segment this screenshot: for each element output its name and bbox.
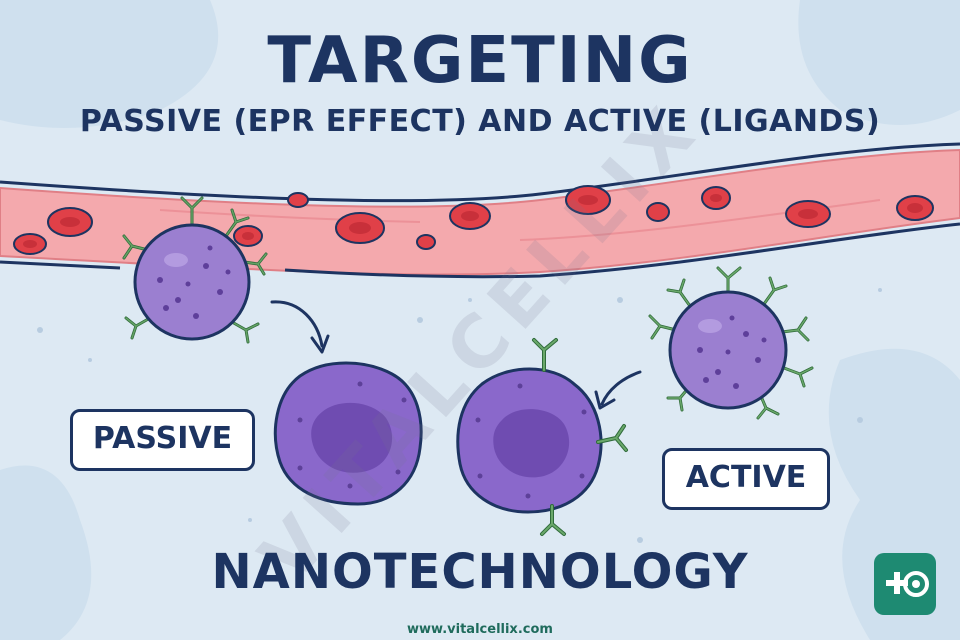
red-blood-cell [47,207,93,237]
red-blood-cell [233,225,263,247]
site-url: www.vitalcellix.com [407,622,553,637]
background-blob [798,0,960,125]
red-blood-cell [335,212,385,244]
active-nanoparticle [648,266,814,420]
red-blood-cell [565,185,611,215]
active-arrow [594,370,642,410]
background-blob [0,465,92,640]
footer-title: NANOTECHNOLOGY [211,544,749,600]
active-tumor-cell [456,338,628,536]
red-blood-cell [287,192,309,208]
red-blood-cell [701,186,731,210]
page-title: TARGETING [267,24,693,98]
passive-nanoparticle [122,196,268,344]
red-blood-cell [416,234,436,250]
page-subtitle: PASSIVE (EPR EFFECT) AND ACTIVE (LIGANDS… [79,104,881,139]
vitalcellix-logo-icon [874,553,936,615]
passive-tumor-cell [273,361,423,506]
red-blood-cell [646,202,670,222]
red-blood-cells [13,185,934,255]
active-label: ACTIVE [662,448,830,510]
passive-arrow [270,300,330,354]
background-dots [37,288,882,543]
red-blood-cell [13,233,47,255]
red-blood-cell [896,195,934,221]
red-blood-cell [785,200,831,228]
red-blood-cell [449,202,491,230]
background-blob [0,0,219,128]
passive-label: PASSIVE [70,409,255,471]
